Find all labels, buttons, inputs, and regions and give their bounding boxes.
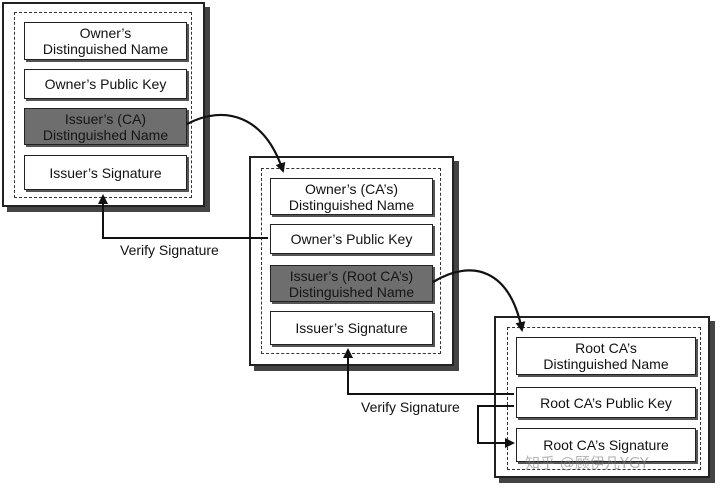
root-ca-signature-field: Root CA’s Signature [516, 428, 696, 462]
owner-ca-distinguished-name-field: Owner’s (CA’s) Distinguished Name [270, 178, 433, 215]
watermark: 知乎 @顾伊凡YGY [525, 454, 649, 472]
verify-signature-label-1: Verify Signature [120, 242, 219, 258]
owner-public-key-field: Owner’s Public Key [270, 224, 433, 254]
issuer-signature-field: Issuer’s Signature [24, 155, 187, 190]
end-entity-certificate: Owner’s Distinguished Name Owner’s Publi… [2, 2, 205, 207]
root-ca-certificate: Root CA’s Distinguished Name Root CA’s P… [494, 316, 710, 478]
root-ca-public-key-field: Root CA’s Public Key [516, 387, 696, 418]
certificate-inner-border [507, 327, 701, 470]
verify-signature-label-2: Verify Signature [361, 399, 460, 415]
issuer-signature-field: Issuer’s Signature [270, 311, 433, 345]
issuer-root-ca-distinguished-name-field: Issuer’s (Root CA’s) Distinguished Name [270, 265, 433, 302]
owner-distinguished-name-field: Owner’s Distinguished Name [24, 22, 187, 60]
root-ca-distinguished-name-field: Root CA’s Distinguished Name [516, 337, 696, 375]
intermediate-ca-certificate: Owner’s (CA’s) Distinguished Name Owner’… [249, 156, 454, 366]
owner-public-key-field: Owner’s Public Key [24, 69, 187, 99]
issuer-distinguished-name-field: Issuer’s (CA) Distinguished Name [24, 108, 187, 145]
